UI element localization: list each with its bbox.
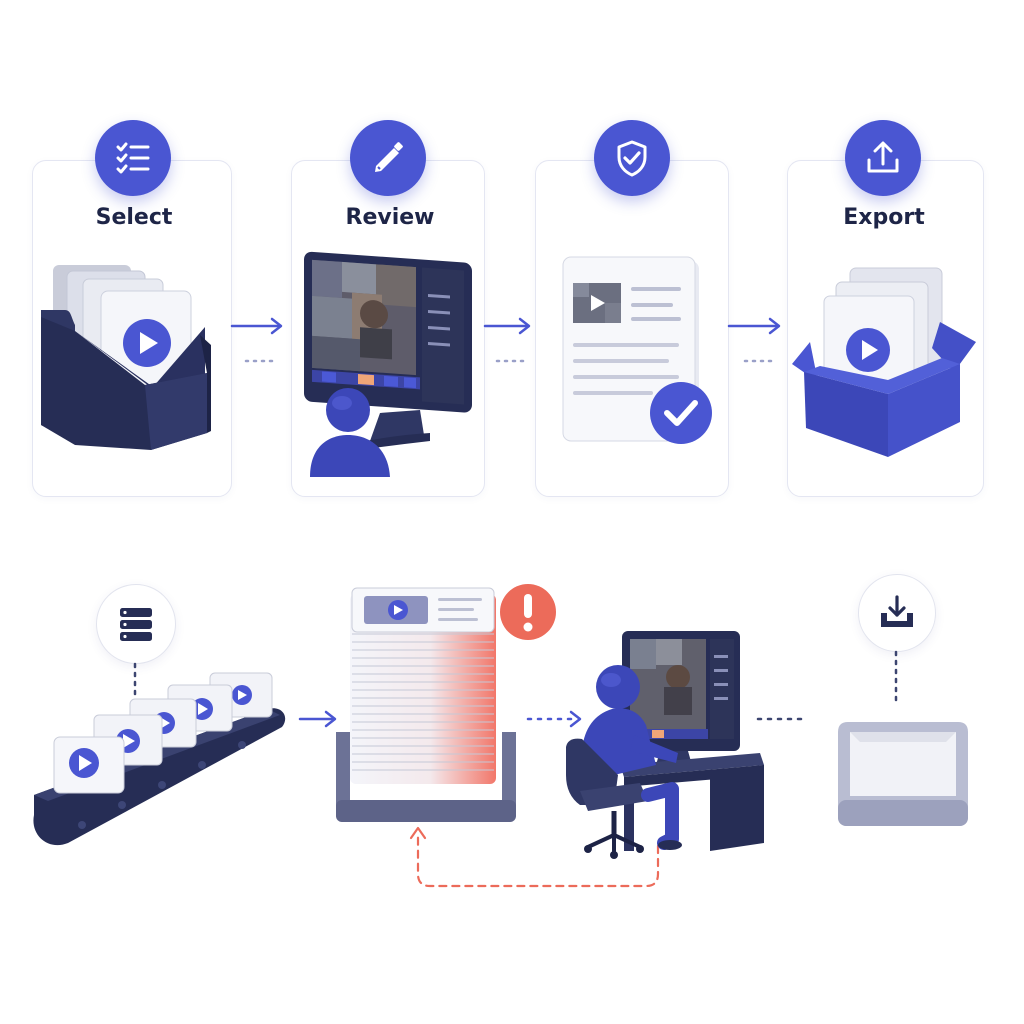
pencil-icon — [375, 142, 403, 172]
feedback-loop-arrow — [409, 826, 660, 888]
overloaded-stack-illustration — [336, 584, 556, 822]
shield-check-icon — [617, 140, 647, 177]
top-connectors — [230, 317, 781, 363]
database-icon — [120, 608, 152, 641]
export-box-illustration — [792, 267, 976, 457]
checklist-icon — [116, 142, 150, 174]
reviewer-person — [310, 435, 390, 477]
conveyor-files — [53, 672, 273, 794]
step-label-select: Select — [95, 205, 173, 230]
empty-tray-illustration — [838, 722, 968, 826]
worker-desk-illustration — [566, 631, 764, 859]
document-check-illustration — [562, 256, 712, 444]
step-badge-export — [845, 120, 921, 196]
conveyor-illustration — [33, 672, 286, 846]
download-badge — [858, 574, 936, 652]
review-monitor-illustration — [304, 251, 472, 477]
database-badge — [96, 584, 176, 664]
download-tray-icon — [881, 595, 913, 627]
step-label-export: Export — [843, 205, 925, 230]
upload-icon — [867, 141, 899, 173]
step-label-review: Review — [345, 205, 435, 230]
check-circle-icon — [650, 382, 712, 444]
bottom-connectors — [133, 650, 898, 888]
step-badge-select — [95, 120, 171, 196]
step-badge-review — [350, 120, 426, 196]
step-badge-validate — [594, 120, 670, 196]
file-tray-illustration — [41, 265, 211, 450]
